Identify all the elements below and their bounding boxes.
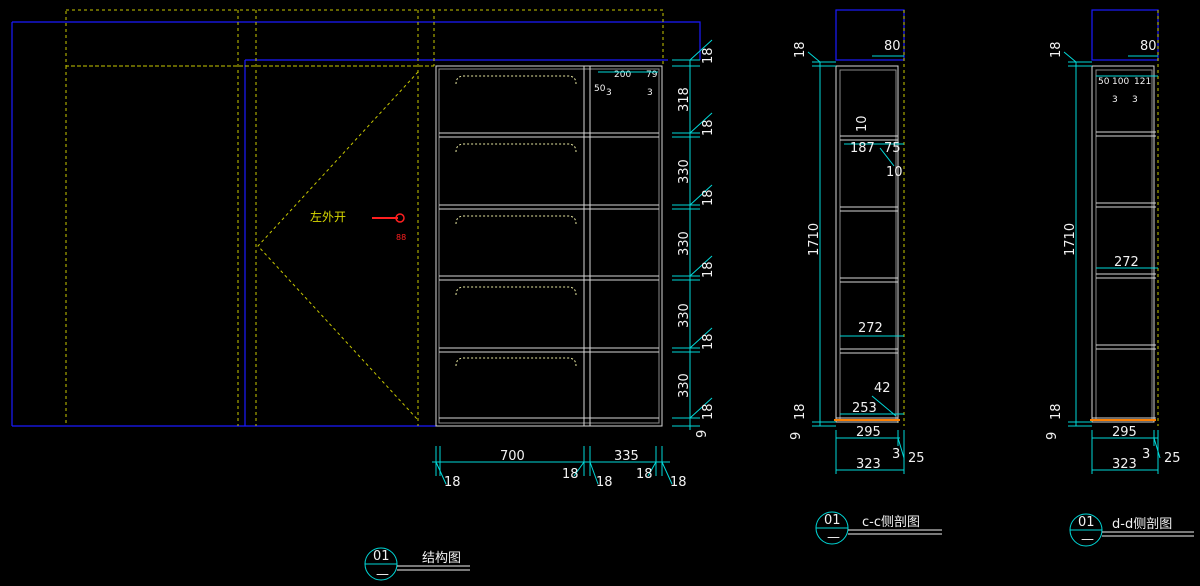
dim-text: 18 [793,403,808,420]
title-text: c-c侧剖图 [862,515,920,530]
door-handle-icon [372,213,405,223]
title-number: 01 [1078,515,1095,530]
dim-text: 330 [677,303,692,328]
title-cc: 01 — c-c侧剖图 [815,511,942,545]
dim-text: 3 [606,88,612,98]
dim-text: 253 [852,401,877,416]
dim-text: 75 [884,141,901,156]
title-dd: 01 — d-d侧剖图 [1069,513,1194,547]
dim-text: 18 [701,333,716,350]
dim-text: 18 [444,475,461,490]
dim-text: 3 [647,88,653,98]
dim-text: 330 [677,373,692,398]
dim-text: 18 [701,47,716,64]
right-dimension-chain [672,39,713,430]
dim-text: 18 [701,189,716,206]
dim-text: 330 [677,159,692,184]
dim-text: 18 [701,261,716,278]
dim-text: 200 [614,70,631,80]
dim-text: 295 [856,425,881,440]
shelf-lips [455,75,577,367]
dim-text: 9 [789,432,804,440]
cabinet-front [435,65,663,427]
dim-text: 80 [1140,39,1157,54]
title-text: d-d侧剖图 [1112,517,1172,532]
dim-text: 100 [1112,77,1129,87]
title-number: 01 [824,513,841,528]
dim-text: 18 [562,467,579,482]
dim-text: 3 [1112,95,1118,105]
dim-text: 80 [884,39,901,54]
dim-text: 1710 [1063,223,1078,256]
dim-text: 79 [646,70,658,80]
title-sub: — [827,530,840,545]
dim-text: 10 [855,115,870,132]
red-tag: 88 [396,233,406,242]
dim-text: 18 [793,41,808,58]
bottom-dimension-chain [432,446,673,485]
dim-text: 18 [596,475,613,490]
dim-text: 18 [701,119,716,136]
dim-text: 25 [1164,451,1181,466]
dim-text: 18 [701,403,716,420]
dim-text: 3 [1132,95,1138,105]
door-opening-note: 左外开 [310,209,346,224]
dim-text: 18 [670,475,687,490]
dim-text: 18 [1049,41,1064,58]
front-elevation: 左外开 88 200 79 50 3 3 [11,9,716,490]
dim-text: 3 [892,447,900,462]
dd-section: 18 1710 18 9 80 50 100 121 3 3 272 295 3… [1045,9,1181,474]
dim-text: 323 [856,457,881,472]
dim-text: 18 [1049,403,1064,420]
dim-text: 323 [1112,457,1137,472]
dim-text: 330 [677,231,692,256]
dim-text: 3 [1142,447,1150,462]
dim-text: 121 [1134,77,1151,87]
dim-text: 50 [594,84,606,94]
dim-text: 9 [1045,432,1060,440]
dim-text: 25 [908,451,925,466]
cc-section: 18 1710 18 9 80 10 187 75 10 272 42 253 … [789,9,925,474]
shelves [439,132,659,419]
dim-text: 700 [500,449,525,464]
title-number: 01 [373,549,390,564]
dim-text: 50 [1098,77,1110,87]
dim-text: 9 [695,430,710,438]
dim-text: 187 [850,141,875,156]
title-sub: — [376,567,389,582]
dim-text: 318 [677,87,692,112]
dim-text: 295 [1112,425,1137,440]
dim-text: 335 [614,449,639,464]
dim-text: 10 [886,165,903,180]
dim-text: 1710 [807,223,822,256]
dim-text: 272 [1114,255,1139,270]
title-sub: — [1081,532,1094,547]
title-front: 01 — 结构图 [364,547,470,582]
dim-text: 18 [636,467,653,482]
title-text: 结构图 [422,551,461,566]
dim-text: 272 [858,321,883,336]
dim-text: 42 [874,381,891,396]
